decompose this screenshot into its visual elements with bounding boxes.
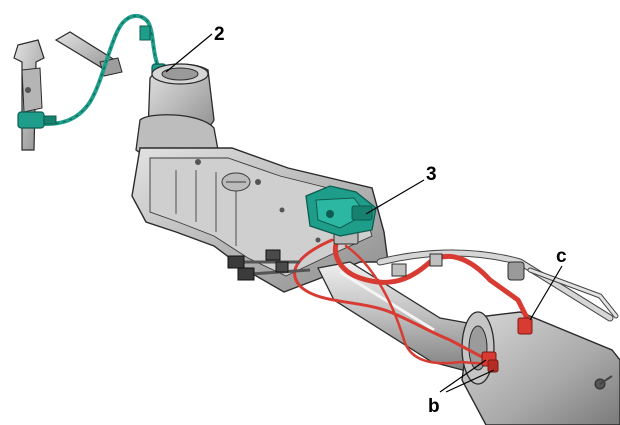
callout-label-b: b	[428, 396, 440, 417]
callout-2: 2	[165, 24, 225, 73]
callout-b: b	[428, 359, 495, 417]
left-mounting-bracket	[13, 39, 45, 151]
catalytic-converter	[135, 63, 219, 159]
callout-c: c	[529, 246, 567, 321]
particulate-filter	[461, 311, 620, 425]
callout-label-3: 3	[426, 164, 437, 185]
grey-pipes	[376, 249, 619, 322]
callout-label-c: c	[556, 246, 567, 267]
callout-label-2: 2	[214, 24, 225, 45]
upper-strap-bracket	[54, 31, 123, 77]
callout-3: 3	[365, 164, 437, 215]
pressure-sensor-3	[305, 185, 377, 237]
left-connectors	[227, 249, 311, 281]
